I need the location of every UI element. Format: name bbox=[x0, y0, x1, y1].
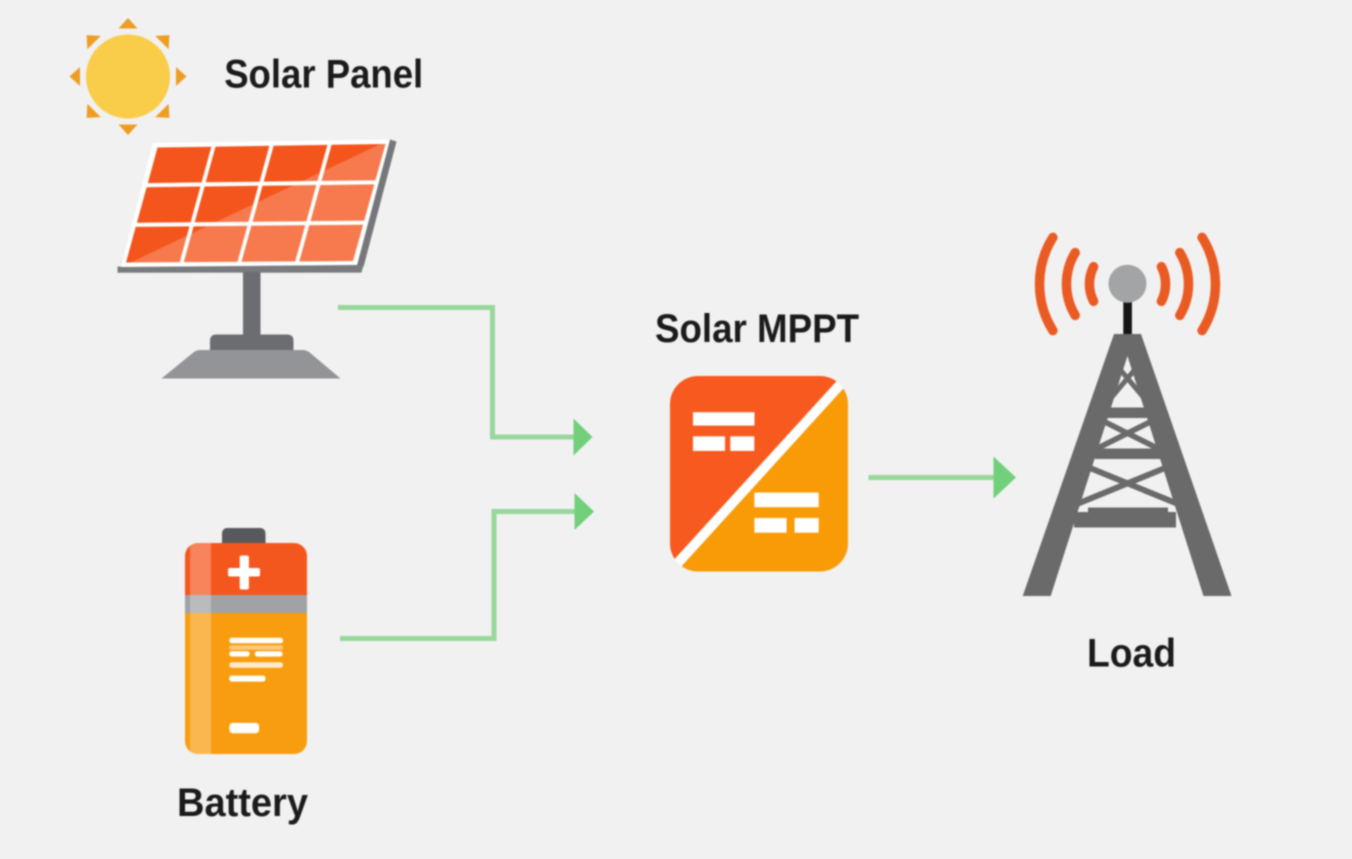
svg-text:Load: Load bbox=[1087, 632, 1176, 676]
svg-text:Solar Panel: Solar Panel bbox=[224, 53, 423, 97]
svg-text:Battery: Battery bbox=[177, 781, 309, 825]
svg-text:Solar MPPT: Solar MPPT bbox=[655, 307, 859, 351]
